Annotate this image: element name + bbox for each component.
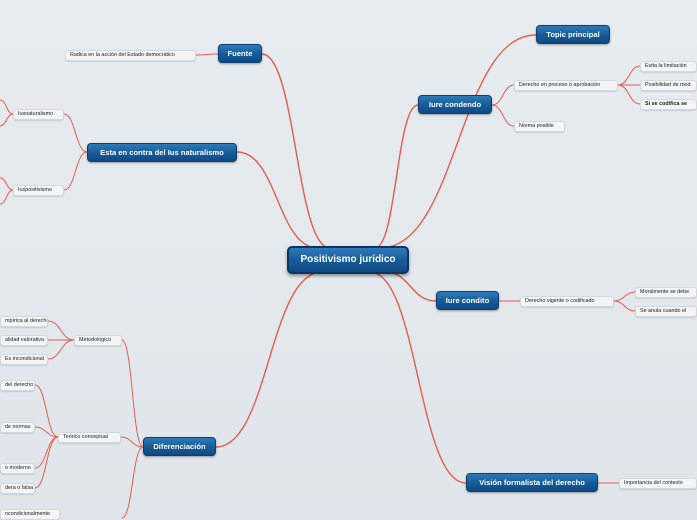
branch-fuente[interactable]: Fuente (218, 44, 262, 63)
connector-line (120, 436, 144, 448)
leaf-iusnaturalismo[interactable]: Iusnaturalismo (13, 109, 64, 120)
leaf-teorico-2[interactable]: de normas (0, 422, 35, 433)
connector-line (47, 320, 75, 341)
connector-line (47, 339, 75, 360)
branch-topic-principal[interactable]: Topic principal (536, 25, 610, 44)
leaf-incondicionalmente[interactable]: ncondicionalmente (0, 509, 60, 520)
leaf-metodologico-2[interactable]: alidad valorativa (0, 335, 48, 346)
connector-line (34, 426, 59, 438)
connector-line (34, 436, 59, 489)
leaf-importancia-contexto[interactable]: Importancia del contexto (619, 478, 697, 489)
connector-line (34, 384, 59, 438)
connector-line (63, 151, 88, 191)
leaf-evita-limitacion[interactable]: Evita la limitación (640, 61, 697, 72)
leaf-iuspositivismo[interactable]: Iuspositivismo (13, 185, 64, 196)
connector-line (617, 84, 641, 105)
leaf-norma-posible[interactable]: Norma posible (514, 121, 565, 132)
branch-diferenciacion[interactable]: Diferenciación (143, 437, 216, 456)
connector-line (236, 151, 319, 249)
connector-line (617, 65, 641, 86)
sub-derecho-en-proceso[interactable]: Derecho en proceso o aprobación (514, 80, 618, 91)
sub-teorico-conceptual[interactable]: Teórico conceptual (58, 432, 121, 443)
branch-iure-condendo[interactable]: Iure condendo (418, 95, 492, 114)
sub-metodologico[interactable]: Metodológico (74, 335, 122, 346)
leaf-metodologico-1[interactable]: mpírica al derecho (0, 316, 48, 327)
connector-line (379, 34, 537, 249)
branch-iure-condito[interactable]: Iure condito (436, 291, 499, 310)
leaf-si-se-codifica[interactable]: Si se codifica se (640, 99, 697, 110)
connector-line (613, 300, 636, 312)
leaf-teorico-1[interactable]: del derecho (0, 380, 35, 391)
connector-line (121, 339, 144, 448)
connector-line (491, 84, 515, 106)
leaf-se-anula[interactable]: Se anula cuando el (635, 306, 697, 317)
leaf-teorico-4[interactable]: dera o falsa (0, 483, 35, 494)
sub-derecho-vigente[interactable]: Derecho vigente o codificado (520, 296, 614, 307)
connector-line (121, 446, 144, 519)
connector-line (261, 53, 331, 249)
branch-contra-iusnaturalismo[interactable]: Esta en contra del Ius naturalismo (87, 143, 237, 162)
connector-line (0, 177, 14, 191)
connector-line (0, 189, 14, 205)
connector-line (0, 113, 14, 127)
leaf-posibilidad-mod[interactable]: Posibilidad de mod (640, 80, 697, 91)
connector-line (491, 104, 515, 127)
leaf-moralmente[interactable]: Moralmente se debe (635, 287, 697, 298)
leaf-fuente-estado[interactable]: Radica en la acción del Estado democráti… (65, 50, 196, 61)
connector-line (0, 99, 14, 115)
leaf-teorico-3[interactable]: o moderno (0, 463, 35, 474)
connector-line (195, 53, 219, 56)
connector-line (63, 113, 88, 153)
branch-vision-formalista[interactable]: Visión formalista del derecho (466, 473, 598, 492)
connector-line (369, 271, 467, 484)
leaf-metodologico-3[interactable]: Es incondicional (0, 354, 48, 365)
connector-line (374, 104, 419, 249)
connector-line (215, 271, 323, 448)
connector-line (613, 291, 636, 302)
connector-line (384, 271, 437, 302)
root-topic[interactable]: Positivismo jurídico (287, 246, 409, 274)
